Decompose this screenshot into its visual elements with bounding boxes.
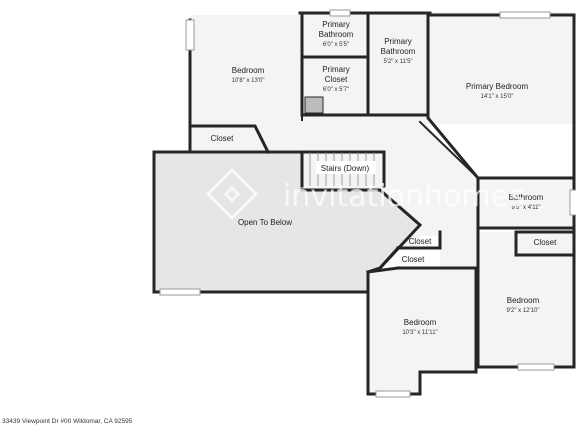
room-dims-bedroom-east: 9'2" x 12'10" — [507, 308, 540, 314]
room-label-bedroom-nw: Bedroom — [232, 66, 265, 75]
room-dims-primary-bedroom: 14'1" x 15'0" — [481, 94, 514, 100]
primary-wing-fill — [302, 12, 574, 124]
room-label-primary-bedroom: Primary Bedroom — [466, 82, 529, 91]
room-label-bedroom-east: Bedroom — [507, 296, 540, 305]
open-below-wall — [152, 150, 423, 294]
window-nw — [185, 19, 195, 51]
room-dims-primary-bath-a: 6'0" x 5'5" — [323, 42, 349, 48]
footer-address: 33439 Viewpoint Dr #00 Wildomar, CA 9259… — [2, 418, 133, 425]
window-south — [375, 390, 411, 398]
center-closet-wall — [377, 230, 478, 271]
window-open-below — [159, 288, 201, 296]
room-dims-bedroom-south: 10'3" x 11'11" — [402, 330, 437, 336]
room-label-bedroom-south: Bedroom — [404, 318, 437, 327]
bedroom-south-wall — [366, 266, 478, 396]
bedroom-south-fill — [368, 268, 476, 394]
bathroom-fill — [478, 178, 574, 228]
room-label-closet-nw: Closet — [211, 134, 234, 143]
room-label-closet-east: Closet — [534, 238, 557, 247]
window-east-bath — [569, 189, 576, 216]
bedroom-east-fill — [478, 232, 574, 367]
room-dims-primary-closet: 6'0" x 5'7" — [323, 87, 349, 93]
primary-bedroom-outer — [426, 13, 576, 232]
brand-logo-icon — [205, 167, 259, 221]
room-label-stairs: Stairs (Down) — [321, 164, 370, 173]
stairs-label-bg — [316, 161, 376, 174]
room-dims-bathroom: 9'5" x 4'11" — [511, 205, 540, 211]
window-bath-top — [329, 9, 351, 17]
room-dims-bedroom-nw: 10'8" x 13'0" — [232, 78, 265, 84]
hall-fill — [302, 118, 478, 268]
closet-east-wall — [514, 230, 576, 257]
room-label-closet-center-lower: Closet — [402, 255, 425, 264]
watermark-brand: invitationhomes — [283, 179, 525, 214]
watermark: invitationhomes — [205, 167, 525, 221]
room-dims-primary-bath-b: 5'2" x 11'5" — [383, 59, 412, 65]
hall-diagonal — [418, 120, 480, 180]
room-label-closet-center-upper: Closet — [409, 237, 432, 246]
stairs-wall — [300, 150, 386, 188]
room-label-bathroom: Bathroom — [509, 193, 544, 202]
windows — [159, 9, 576, 398]
bedroom-south-top — [366, 266, 400, 274]
window-pb-top — [499, 11, 551, 19]
bathroom-wall — [476, 176, 576, 230]
walls — [152, 11, 576, 396]
window-east-bed — [517, 363, 555, 371]
room-fills — [190, 12, 574, 394]
room-label-open-to-below: Open To Below — [238, 218, 292, 227]
open-to-below-fill — [154, 152, 420, 292]
shaft — [304, 96, 324, 114]
